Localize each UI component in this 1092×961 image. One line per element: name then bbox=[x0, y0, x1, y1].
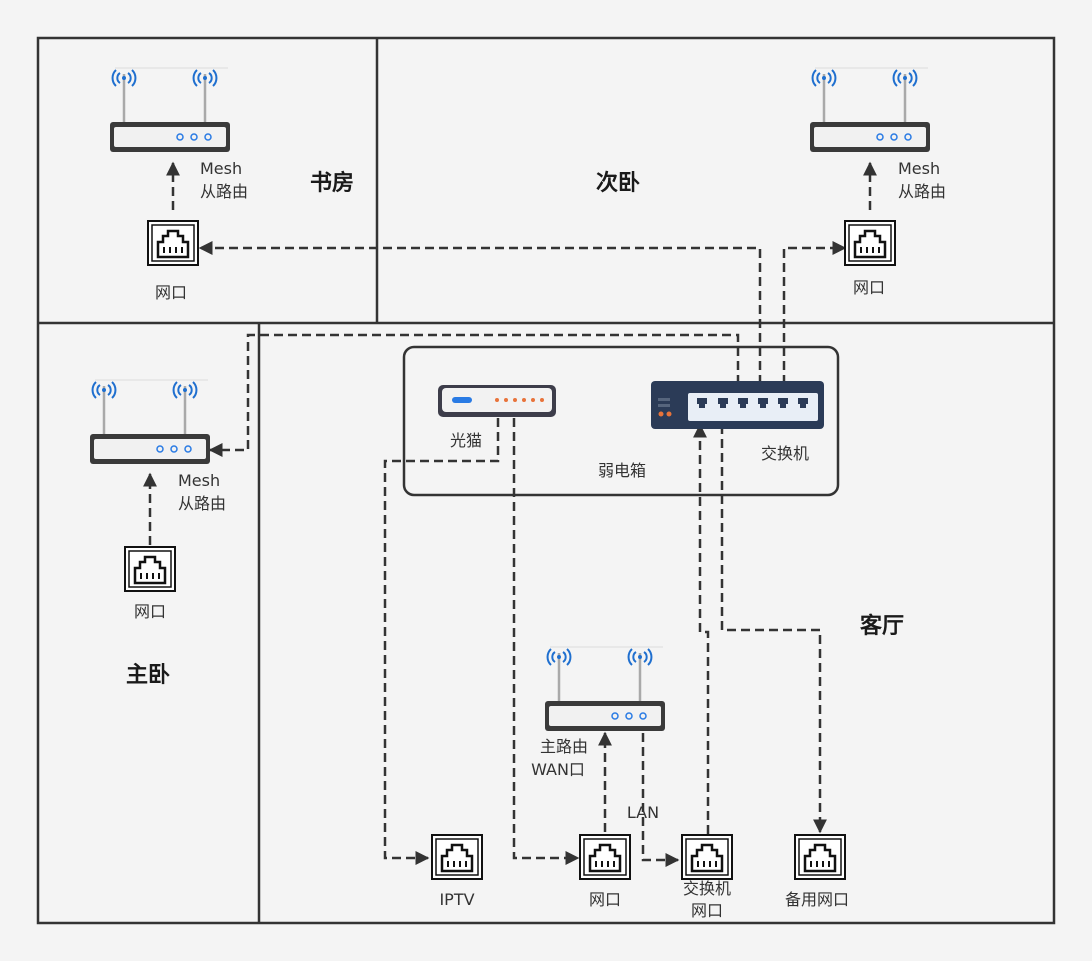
router-icon bbox=[90, 380, 210, 464]
ethernet-port-icon bbox=[680, 833, 734, 881]
mesh-master-label-line1: Mesh bbox=[178, 471, 220, 490]
cable-switch-to-spare bbox=[720, 425, 827, 834]
lan-cable-label: LAN bbox=[627, 803, 659, 822]
cable-switch-port-to-switch bbox=[693, 423, 710, 834]
ethernet-port-icon bbox=[123, 545, 177, 593]
weak-current-box-label: 弱电箱 bbox=[598, 461, 646, 480]
room-label-study: 书房 bbox=[310, 170, 354, 196]
modem-icon bbox=[438, 385, 556, 417]
cable-switch-to-master bbox=[208, 333, 740, 457]
ethernet-port-icon bbox=[430, 833, 484, 881]
port-label-iptv: IPTV bbox=[439, 890, 474, 909]
ethernet-port-icon bbox=[843, 219, 897, 267]
cables bbox=[143, 161, 877, 867]
port-label-switch-line2: 网口 bbox=[691, 901, 723, 920]
weak-current-box bbox=[402, 345, 840, 497]
port-label-spare: 备用网口 bbox=[785, 890, 849, 909]
cable-switch-to-second bbox=[782, 241, 847, 398]
cable-modem-to-iptv bbox=[383, 418, 500, 865]
port-label-second-bedroom: 网口 bbox=[853, 278, 885, 297]
ethernet-port-icon bbox=[146, 219, 200, 267]
mesh-study-label-line2: 从路由 bbox=[200, 182, 248, 201]
mesh-master-label-line2: 从路由 bbox=[178, 494, 226, 513]
ethernet-port-icon bbox=[578, 833, 632, 881]
floor-walls bbox=[36, 36, 1056, 925]
mesh-study-label-line1: Mesh bbox=[200, 159, 242, 178]
router-icon bbox=[810, 68, 930, 152]
cable-modem-to-living-port bbox=[512, 418, 580, 865]
switch-icon bbox=[651, 381, 824, 429]
mesh-second-label-line2: 从路由 bbox=[898, 182, 946, 201]
router-icon bbox=[110, 68, 230, 152]
house-outline bbox=[36, 36, 1056, 925]
ethernet-port-icon bbox=[793, 833, 847, 881]
router-icon bbox=[545, 647, 665, 731]
switch-label: 交换机 bbox=[761, 444, 809, 463]
port-label-study: 网口 bbox=[155, 283, 187, 302]
modem-label: 光猫 bbox=[450, 431, 482, 450]
port-label-switch-line1: 交换机 bbox=[683, 879, 731, 898]
room-label-second-bedroom: 次卧 bbox=[596, 170, 640, 196]
main-router-label-line1: 主路由 bbox=[540, 737, 588, 756]
cable-switch-to-study bbox=[198, 241, 762, 398]
port-label-master-bedroom: 网口 bbox=[134, 602, 166, 621]
cable-router-lan-to-switch-port bbox=[641, 733, 680, 867]
room-label-living-room: 客厅 bbox=[860, 613, 904, 639]
mesh-second-label-line1: Mesh bbox=[898, 159, 940, 178]
main-router-label-line2: WAN口 bbox=[531, 760, 585, 779]
room-label-master-bedroom: 主卧 bbox=[126, 663, 170, 688]
port-label-living: 网口 bbox=[589, 890, 621, 909]
